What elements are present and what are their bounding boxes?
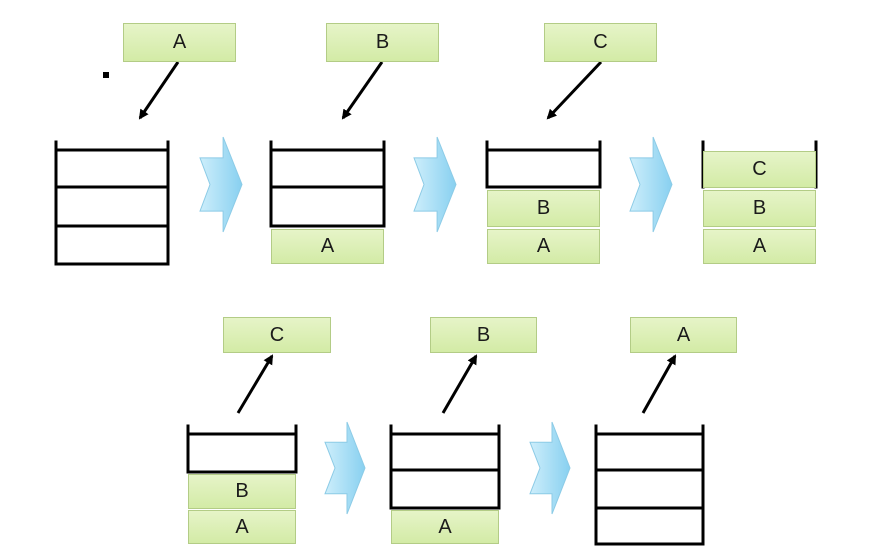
- stack-cell: A: [188, 510, 296, 544]
- pop-label-b: B: [430, 317, 537, 353]
- push-label-b: B: [326, 23, 439, 62]
- step-arrow: [324, 421, 366, 515]
- step-arrow: [629, 136, 673, 233]
- push-arrow: [546, 60, 603, 120]
- stack-cell: A: [487, 229, 600, 264]
- push-arrow: [138, 61, 180, 120]
- stack-cell: B: [703, 190, 816, 227]
- step-arrow: [529, 421, 571, 515]
- stray-dot: [103, 72, 109, 78]
- stack-cell: A: [391, 510, 499, 544]
- stack-cell: A: [271, 229, 384, 264]
- step-arrow: [199, 136, 243, 233]
- pop-arrow: [441, 354, 478, 414]
- pop-label-c: C: [223, 317, 331, 353]
- pop-label-a: A: [630, 317, 737, 353]
- pop-arrow: [641, 354, 677, 414]
- step-arrow: [413, 136, 457, 233]
- stack-cell: C: [703, 151, 816, 188]
- push-arrow: [341, 61, 384, 120]
- push-label-c: C: [544, 23, 657, 62]
- stack-cell: B: [487, 190, 600, 227]
- stack-cell: A: [703, 229, 816, 264]
- push-label-a: A: [123, 23, 236, 62]
- stack-cell: B: [188, 474, 296, 509]
- pop-arrow: [236, 354, 274, 414]
